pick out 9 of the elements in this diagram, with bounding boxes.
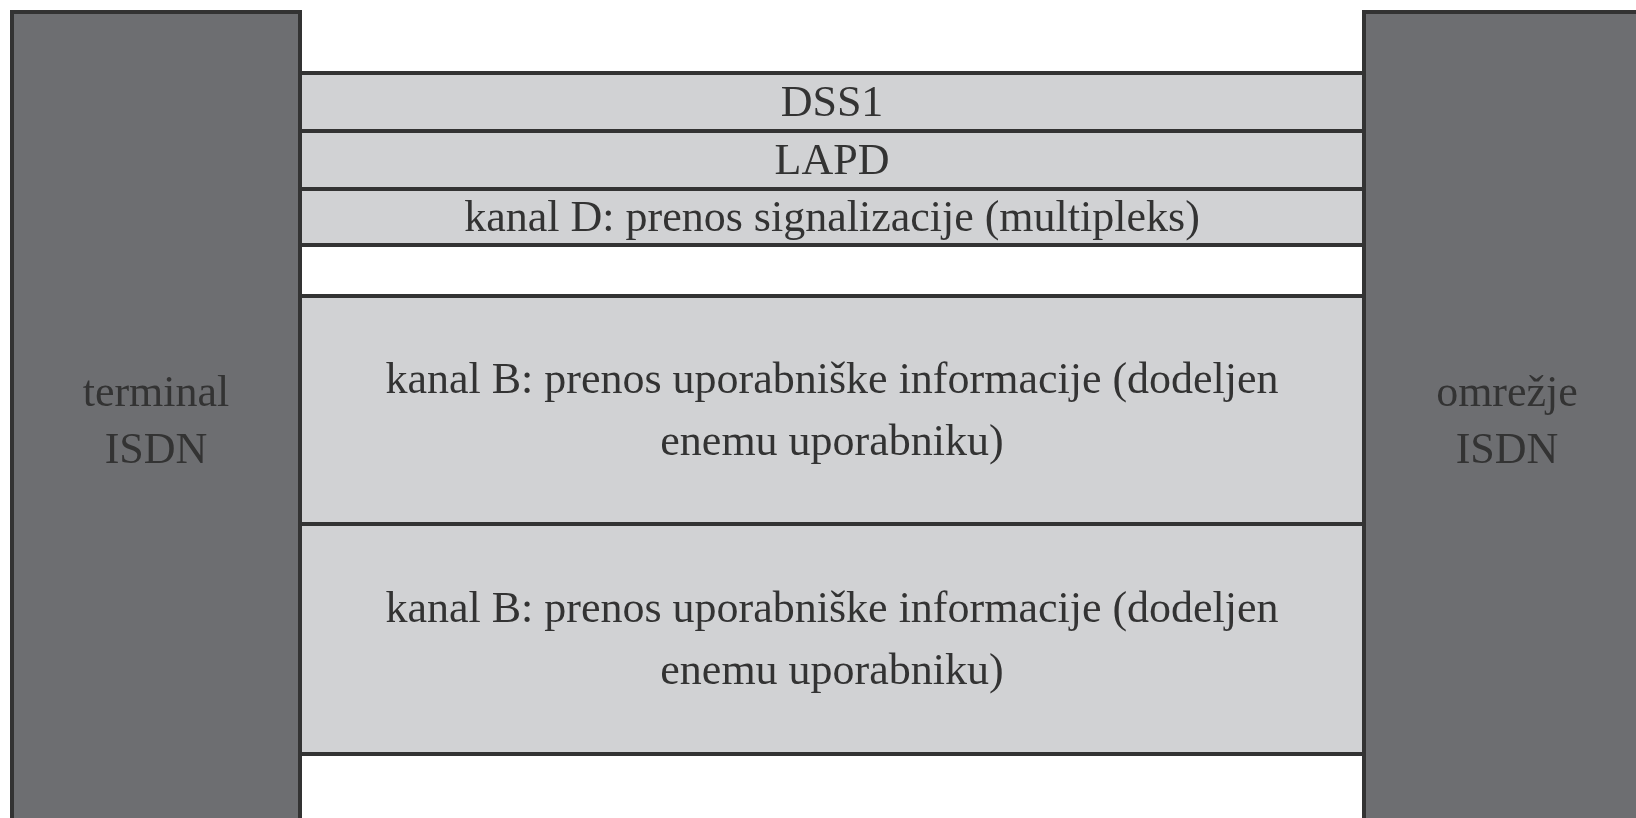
band-label: kanal D: prenos signalizacije (multipleks) — [464, 190, 1200, 243]
panel-label: omrežje ISDN — [1435, 365, 1579, 475]
terminal-panel — [10, 10, 302, 818]
band-label: kanal B: prenos uporabniške informacije (dodeljen enemu uporabniku) — [384, 582, 1280, 696]
network-panel — [1362, 10, 1636, 818]
band-label: kanal B: prenos uporabniške informacije (dodeljen enemu uporabniku) — [384, 353, 1280, 467]
band-label: LAPD — [774, 133, 890, 186]
panel-label: terminal ISDN — [81, 365, 231, 475]
band-label: DSS1 — [780, 75, 884, 128]
